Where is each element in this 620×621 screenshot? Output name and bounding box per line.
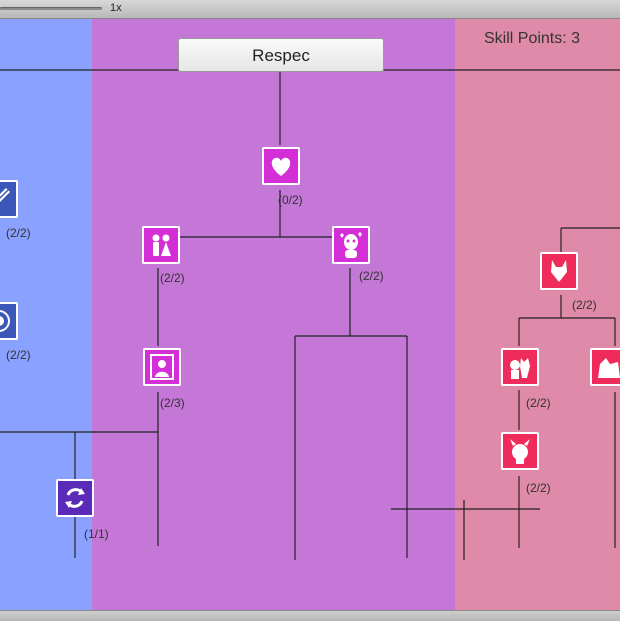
skill-circle-emblem[interactable]: [0, 302, 18, 340]
couple-icon: [152, 234, 171, 256]
zoom-label: 1x: [110, 2, 122, 14]
skill-beast[interactable]: [590, 348, 620, 386]
skill-level-love-face: (2/2): [359, 269, 384, 283]
heart-icon: [271, 157, 291, 176]
portrait-icon: [150, 354, 174, 380]
respec-button[interactable]: Respec: [178, 38, 384, 72]
skill-couple[interactable]: [142, 226, 180, 264]
skill-horned-head[interactable]: [501, 432, 539, 470]
skill-cycle[interactable]: [56, 479, 94, 517]
bottom-scrollbar[interactable]: [0, 610, 620, 621]
love-face-icon: [340, 232, 362, 258]
skill-level-couple: (2/2): [160, 271, 185, 285]
skill-level-cycle: (1/1): [84, 527, 109, 541]
skill-level-pen: (2/2): [6, 226, 31, 240]
skill-level-cat-head: (2/2): [572, 298, 597, 312]
top-toolbar: 1x: [0, 0, 620, 19]
skill-love-face[interactable]: [332, 226, 370, 264]
skill-portrait[interactable]: [143, 348, 181, 386]
pink-skill-column: [455, 19, 620, 610]
beast-icon: [598, 358, 620, 378]
circle-emblem-icon: [0, 310, 10, 332]
skill-level-heart: (0/2): [278, 193, 303, 207]
purple-skill-column: [92, 19, 455, 610]
horned-head-icon: [510, 439, 530, 464]
pen-icon: [0, 188, 10, 202]
skill-heart[interactable]: [262, 147, 300, 185]
cat-head-icon: [551, 260, 567, 282]
skill-pen[interactable]: [0, 180, 18, 218]
skill-creatures[interactable]: [501, 348, 539, 386]
creatures-icon: [510, 358, 530, 379]
skill-cat-head[interactable]: [540, 252, 578, 290]
skill-level-portrait: (2/3): [160, 396, 185, 410]
skill-level-horned-head: (2/2): [526, 481, 551, 495]
skill-level-creatures: (2/2): [526, 396, 551, 410]
zoom-slider[interactable]: [0, 7, 102, 10]
cycle-arrows-icon: [65, 488, 85, 508]
skill-points-counter: Skill Points: 3: [484, 30, 581, 47]
skill-level-circle-emblem: (2/2): [6, 348, 31, 362]
